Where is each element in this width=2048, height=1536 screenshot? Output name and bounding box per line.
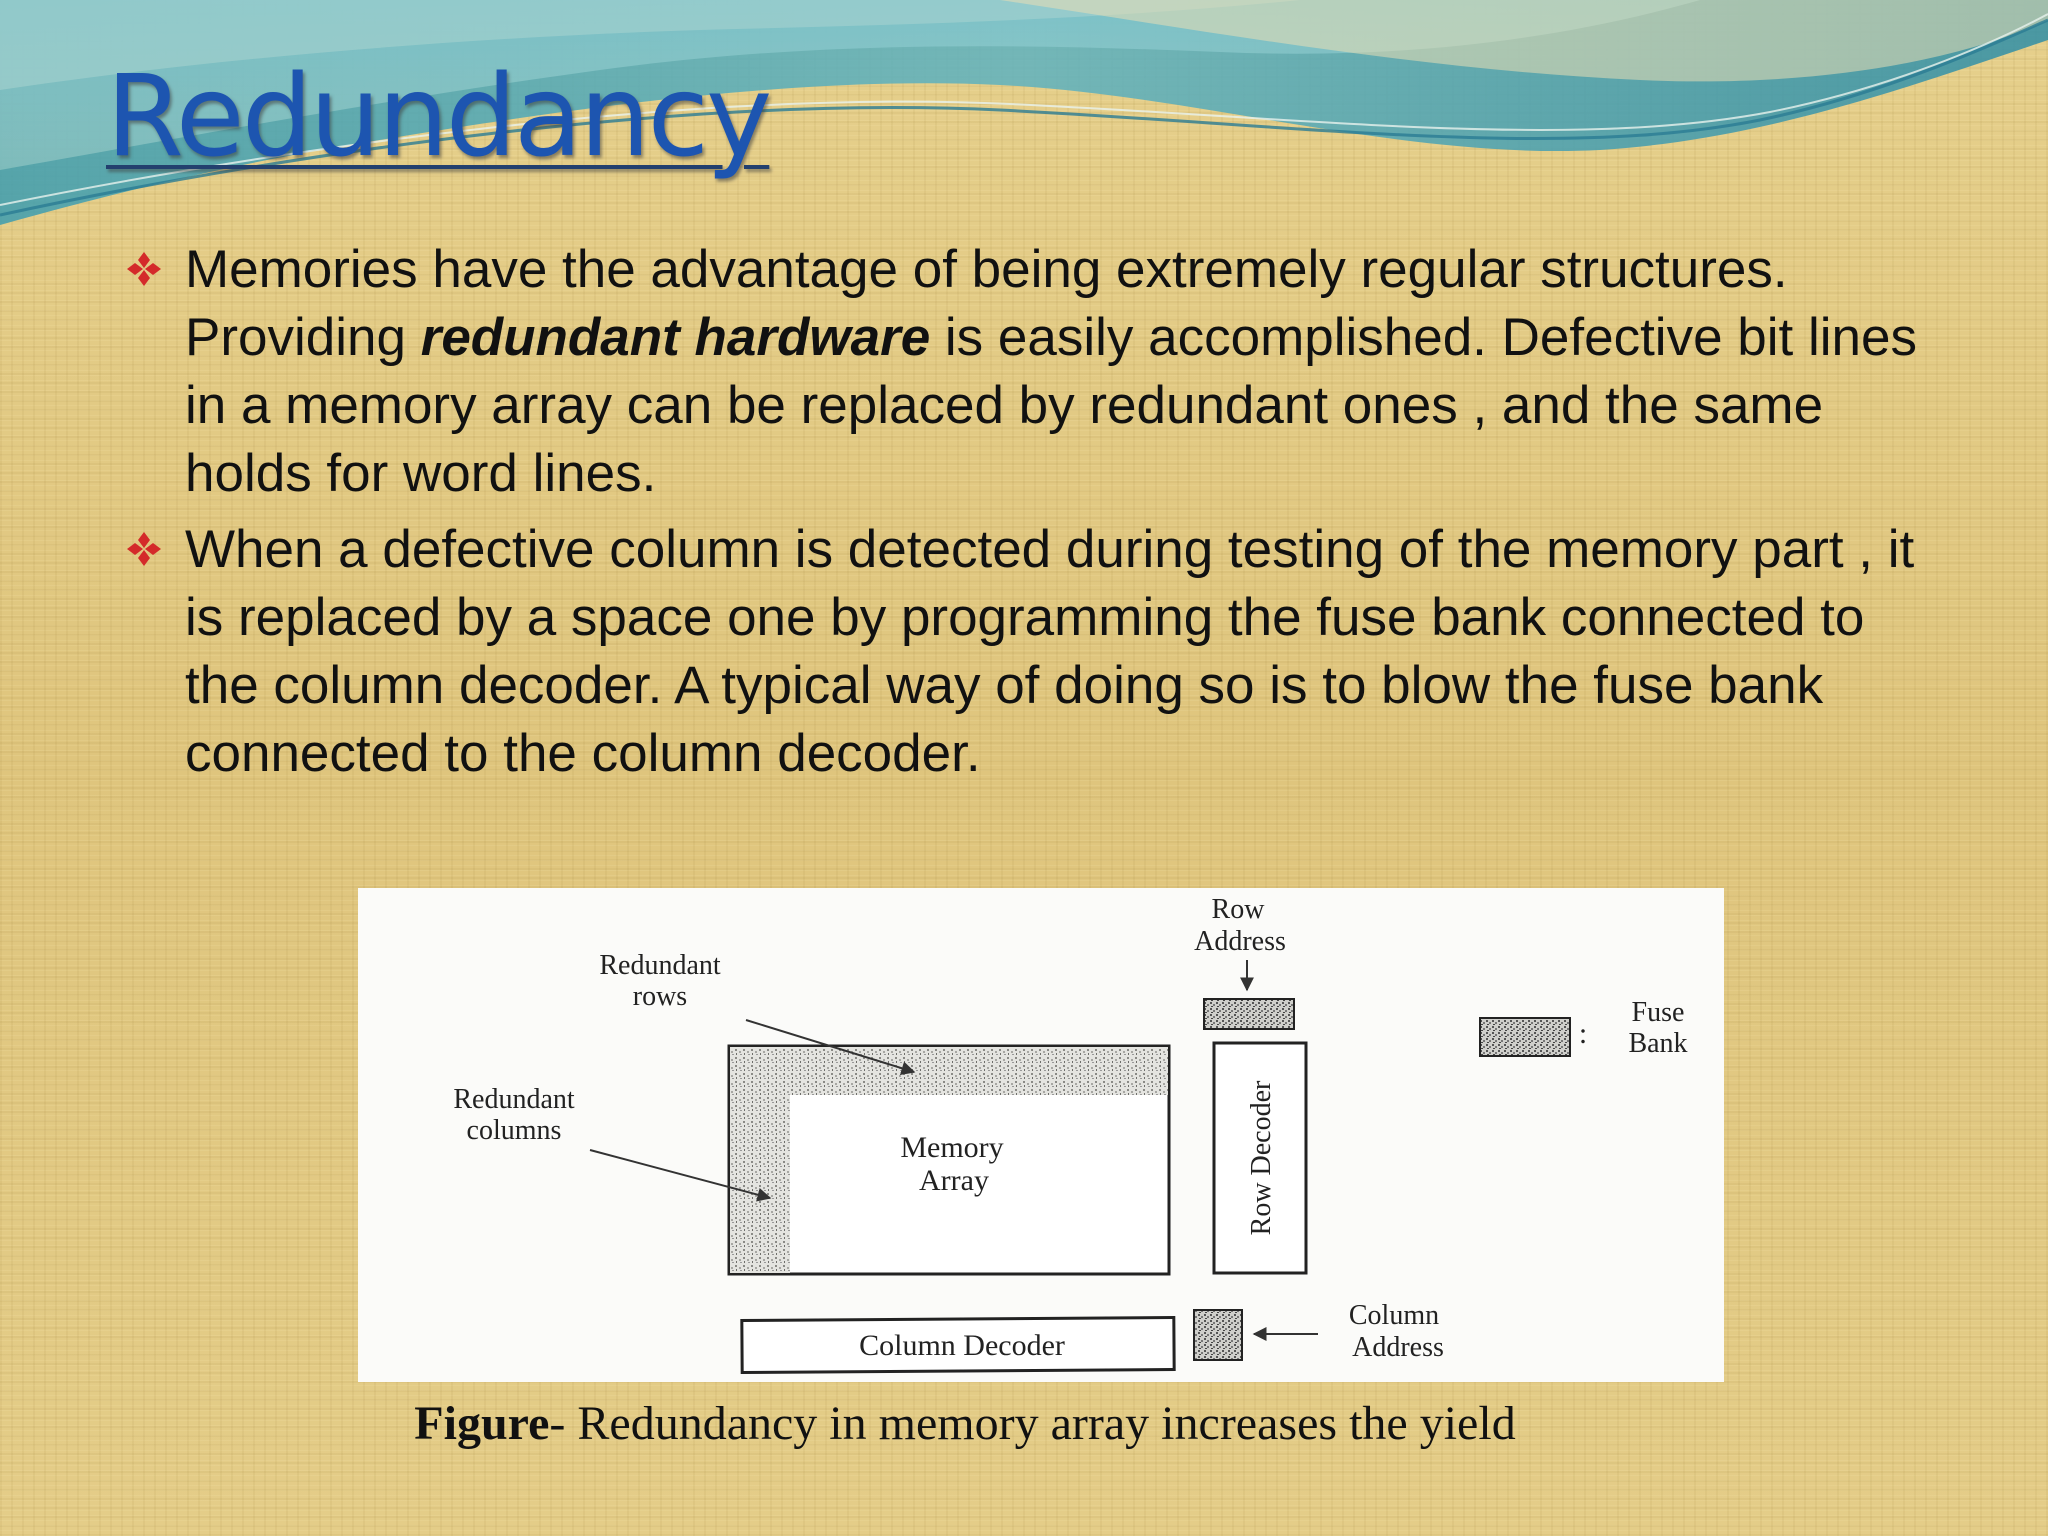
bullet-text-before: Memories have the advantage of being ext… (185, 240, 1788, 367)
column-address-label: Address (1352, 1332, 1444, 1363)
redundant-columns-label: columns (467, 1115, 562, 1146)
caption-text: - Redundancy in memory array increases t… (549, 1397, 1516, 1450)
redundant-columns-pointer (589, 1149, 772, 1202)
figure-caption: Figure- Redundancy in memory array incre… (0, 1394, 1930, 1454)
row-address-label: Address (1194, 926, 1286, 957)
fuse-bank-legend-label: Bank (1628, 1028, 1687, 1059)
row-decoder-box (1212, 1041, 1308, 1275)
fuse-bank-legend-swatch (1479, 1017, 1571, 1057)
redundant-columns-label: Redundant (453, 1084, 575, 1115)
redundant-columns-region (730, 1047, 790, 1273)
bullet-text: When a defective column is detected duri… (185, 520, 1915, 783)
row-fuse-bank (1203, 998, 1295, 1030)
bullet-text: Memories have the advantage of being ext… (185, 236, 1926, 508)
four-diamond-icon (127, 252, 161, 286)
bullet-list: Memories have the advantage of being ext… (126, 236, 1926, 796)
fuse-bank-legend-colon: : (1579, 1017, 1587, 1050)
memory-array-label: Array (919, 1164, 989, 1197)
redundant-rows-region (730, 1047, 1168, 1095)
redundant-rows-label: rows (633, 981, 687, 1012)
redundant-rows-pointer (745, 1019, 916, 1075)
row-address-label: Row (1212, 894, 1266, 925)
bullet-text-after: is easily accomplished. Defective bit li… (185, 308, 1917, 503)
redundant-rows-label: Redundant (599, 950, 721, 981)
bullet-item: When a defective column is detected duri… (126, 516, 1926, 788)
memory-array-label: Memory (900, 1131, 1003, 1164)
caption-bold: Figure (414, 1397, 550, 1450)
column-address-label: Column (1349, 1300, 1439, 1331)
fuse-bank-legend-label: Fuse (1632, 997, 1685, 1028)
column-decoder-box (740, 1315, 1176, 1375)
bullet-item: Memories have the advantage of being ext… (126, 236, 1926, 508)
row-decoder-label: Row Decoder (1246, 1080, 1277, 1235)
redundancy-figure: Row Address Row Decoder Memory Array Red… (358, 888, 1724, 1382)
slide-title: Redundancy (106, 52, 772, 182)
bullet-emphasis: redundant hardware (420, 308, 931, 367)
column-decoder-label: Column Decoder (859, 1329, 1065, 1362)
header-wave-decoration (0, 0, 2048, 225)
four-diamond-icon (127, 532, 161, 566)
column-fuse-bank (1193, 1309, 1243, 1361)
